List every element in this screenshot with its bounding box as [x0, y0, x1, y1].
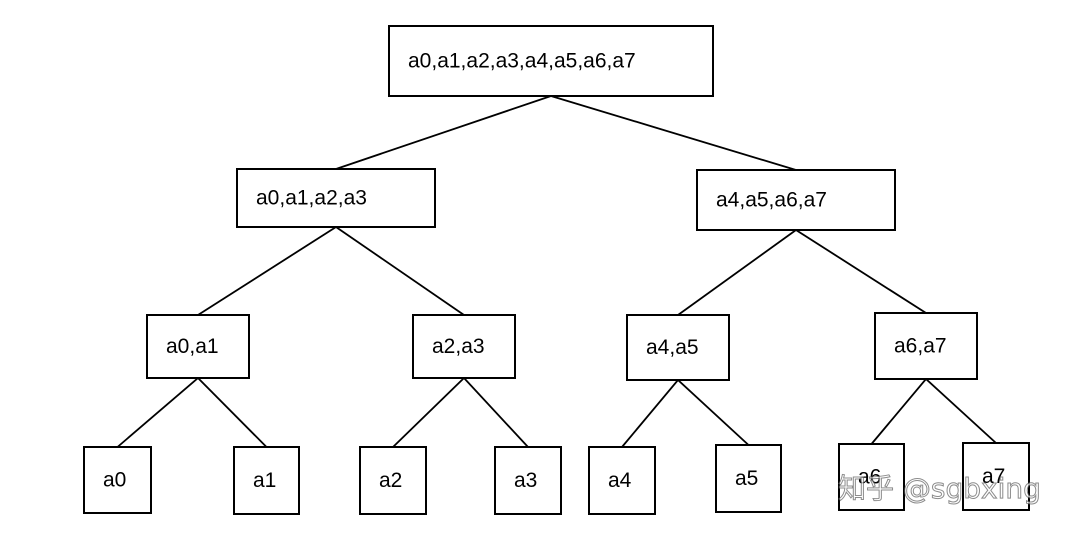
tree-node-rl: a4,a5 — [626, 314, 730, 381]
node-label: a4,a5 — [646, 336, 699, 359]
edge-ll-a0 — [116, 377, 199, 448]
tree-node-a4: a4 — [588, 446, 656, 515]
tree-node-lr: a2,a3 — [412, 314, 516, 379]
node-box — [494, 446, 562, 515]
tree-edges — [116, 95, 997, 448]
node-box — [696, 169, 896, 231]
node-label: a0 — [103, 469, 126, 492]
watermark: 知乎 @sgbxing — [838, 472, 1042, 506]
node-box — [626, 314, 730, 381]
node-label: a6 — [858, 466, 881, 489]
edge-root-r — [550, 95, 797, 171]
edge-rl-a5 — [677, 379, 750, 446]
tree-node-r: a4,a5,a6,a7 — [696, 169, 896, 231]
node-box — [588, 446, 656, 515]
node-label: a4,a5,a6,a7 — [716, 189, 827, 212]
node-label: a5 — [735, 467, 758, 490]
node-label: a0,a1,a2,a3,a4,a5,a6,a7 — [408, 50, 636, 73]
node-label: a4 — [608, 469, 632, 492]
node-label: a6,a7 — [894, 335, 947, 358]
edge-lr-a2 — [392, 377, 465, 448]
tree-node-a3: a3 — [494, 446, 562, 515]
tree-node-ll: a0,a1 — [146, 314, 250, 379]
node-label: a7 — [982, 465, 1005, 488]
node-box — [715, 444, 782, 513]
node-label: a1 — [253, 469, 276, 492]
edge-ll-a1 — [197, 377, 268, 448]
edge-rr-a6 — [870, 378, 927, 445]
node-label: a2 — [379, 469, 402, 492]
node-box — [388, 25, 714, 97]
watermark-text: 知乎 @sgbxing — [838, 472, 1041, 505]
node-box — [838, 443, 905, 511]
node-label: a2,a3 — [432, 335, 485, 358]
edge-rr-a7 — [925, 378, 997, 444]
edge-l-lr — [335, 226, 465, 316]
edge-l-ll — [197, 226, 337, 316]
tree-node-a7: a7 — [962, 442, 1030, 511]
node-label: a3 — [514, 469, 537, 492]
edge-r-rr — [795, 229, 927, 314]
edge-rl-a4 — [621, 379, 679, 448]
node-box — [236, 168, 436, 228]
node-box — [962, 442, 1030, 511]
node-box — [146, 314, 250, 379]
node-box — [359, 446, 427, 515]
edge-r-rl — [677, 229, 797, 316]
tree-node-rr: a6,a7 — [874, 312, 978, 380]
tree-node-l: a0,a1,a2,a3 — [236, 168, 436, 228]
tree-node-a6: a6 — [838, 443, 905, 511]
tree-node-a1: a1 — [233, 446, 300, 515]
node-label: a0,a1,a2,a3 — [256, 187, 367, 210]
node-label: a0,a1 — [166, 335, 219, 358]
tree-nodes: a0,a1,a2,a3,a4,a5,a6,a7 a0,a1,a2,a3 a4,a5,… — [83, 25, 1030, 515]
node-box — [233, 446, 300, 515]
node-box — [83, 446, 152, 514]
edge-lr-a3 — [463, 377, 529, 448]
node-box — [412, 314, 516, 379]
tree-node-a5: a5 — [715, 444, 782, 513]
tree-node-root: a0,a1,a2,a3,a4,a5,a6,a7 — [388, 25, 714, 97]
tree-node-a0: a0 — [83, 446, 152, 514]
tree-node-a2: a2 — [359, 446, 427, 515]
edge-root-l — [335, 95, 552, 170]
node-box — [874, 312, 978, 380]
